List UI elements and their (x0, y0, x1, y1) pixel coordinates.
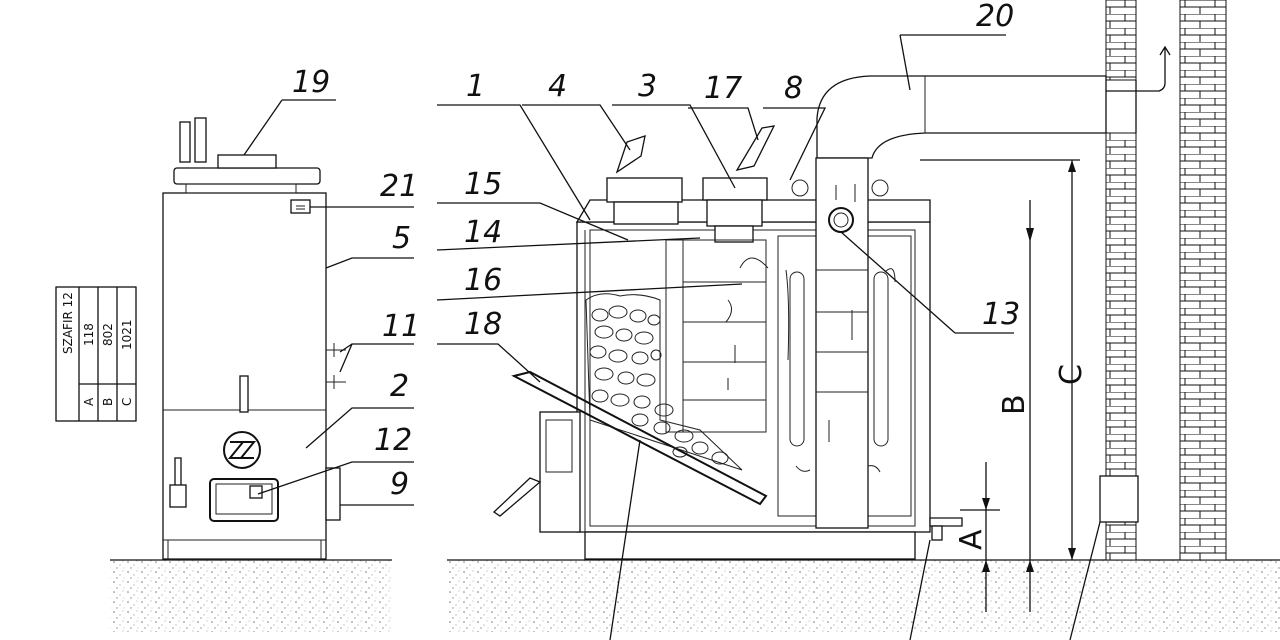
callout-2: 2 (390, 369, 409, 404)
ground-left (110, 559, 392, 632)
spec-table-title: SZAFIR 12 (61, 292, 75, 354)
callout-12: 12 (374, 423, 412, 458)
dimension-lines: C B A (920, 159, 1089, 612)
spec-row-label-a: A (82, 397, 96, 406)
callout-19: 19 (292, 65, 330, 100)
spec-row-value-a: 118 (82, 323, 96, 346)
callout-3: 3 (638, 69, 657, 104)
spec-row-value-b: 802 (101, 323, 115, 346)
callout-16: 16 (464, 263, 502, 298)
brand-logo (223, 431, 261, 469)
flue-pipe (816, 75, 1107, 159)
ground-right (447, 559, 1280, 632)
callout-labels: 19 21 5 11 2 12 9 1 4 3 17 8 20 15 14 16… (292, 0, 1020, 502)
spec-row-label-c: C (120, 398, 134, 406)
dimension-a-label: A (954, 529, 989, 550)
spec-row-label-b: B (101, 398, 115, 406)
spec-row-value-c: 1021 (120, 319, 134, 350)
callout-1: 1 (466, 69, 485, 104)
leader-lines (243, 34, 1101, 640)
callout-15: 15 (464, 167, 502, 202)
chimney-cleanout (1099, 475, 1139, 523)
boiler-section-view (492, 125, 963, 560)
dimension-c-label: C (1054, 364, 1089, 385)
callout-11: 11 (382, 309, 420, 344)
callout-5: 5 (392, 221, 411, 256)
fuel-pile (585, 293, 743, 471)
callout-17: 17 (704, 71, 742, 106)
dimension-b-label: B (997, 394, 1032, 415)
callout-21: 21 (380, 169, 418, 204)
callout-8: 8 (784, 71, 803, 106)
callout-20: 20 (976, 0, 1014, 34)
callout-14: 14 (464, 215, 502, 250)
boiler-front-view (162, 117, 346, 560)
spec-table: SZAFIR 12 A 118 B 802 C 1021 (55, 286, 137, 422)
callout-13: 13 (982, 297, 1020, 332)
callout-18: 18 (464, 307, 502, 342)
callout-4: 4 (548, 69, 567, 104)
callout-9: 9 (390, 467, 409, 502)
